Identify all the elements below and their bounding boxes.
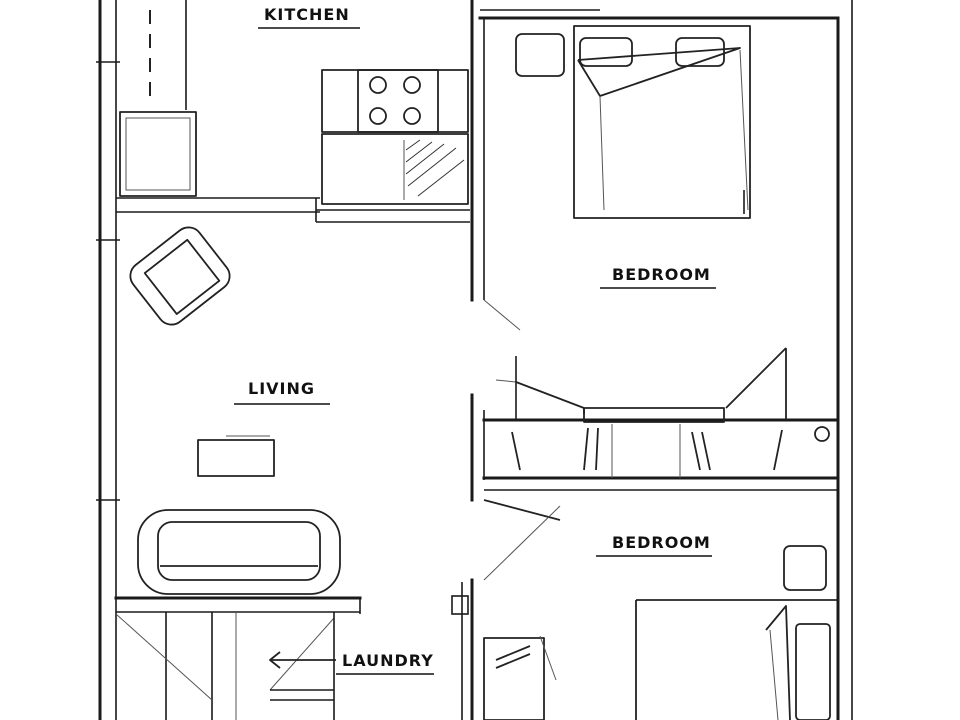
bedroom-top-label: BEDROOM (612, 265, 711, 284)
counter-hatching (405, 139, 465, 197)
kitchen-label: KITCHEN (264, 5, 350, 24)
bedroom-top-furniture (515, 25, 751, 219)
living-label: LIVING (248, 379, 315, 398)
walls (96, 0, 853, 720)
room-labels: KITCHEN BEDROOM LIVING BEDROOM LAUNDRY (234, 5, 716, 675)
closet-doors (483, 299, 830, 478)
bedroom-bottom-label: BEDROOM (612, 533, 711, 552)
bedroom-bottom-furniture (483, 545, 838, 720)
armchair (129, 226, 231, 326)
laundry-label: LAUNDRY (342, 651, 434, 670)
living-furniture (129, 226, 561, 595)
laundry-fixtures (115, 612, 336, 720)
kitchen-fixtures (119, 0, 470, 223)
